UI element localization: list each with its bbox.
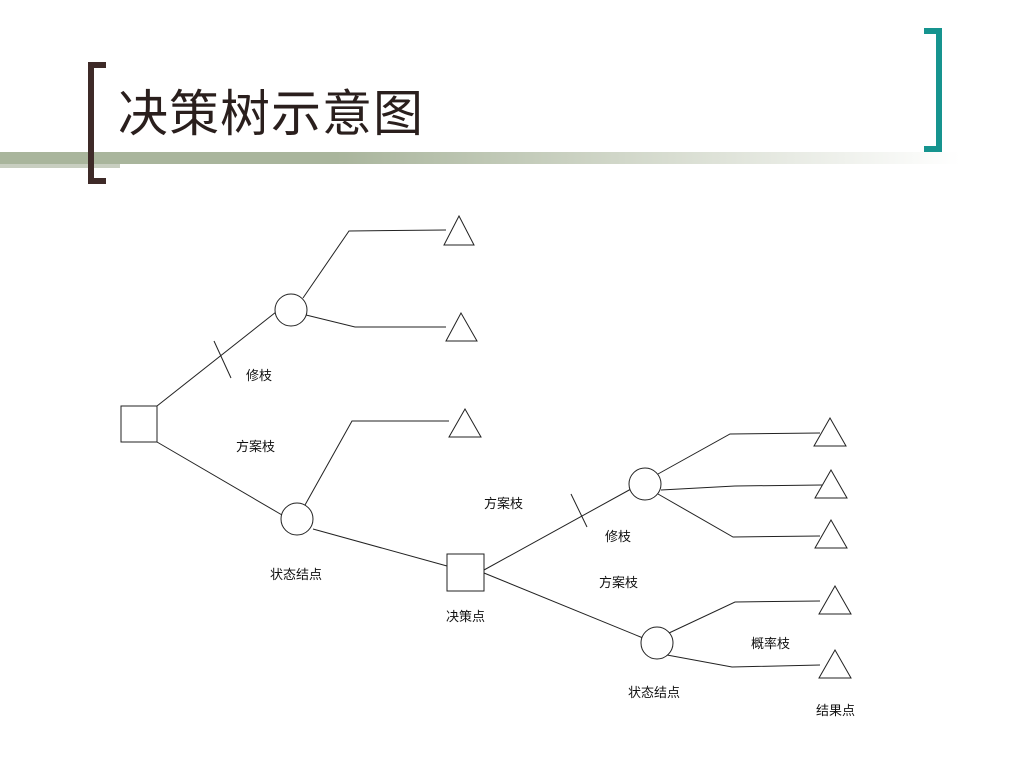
- result-node-right-2: [814, 468, 848, 499]
- plan-branch-second-lower: [483, 572, 644, 639]
- state-node-upper: [274, 293, 308, 327]
- result-node-right-5: [818, 648, 852, 679]
- probability-branch-right-1: [657, 432, 821, 475]
- result-node-right-3: [814, 518, 848, 549]
- result-node-lower-1: [448, 407, 482, 438]
- state-node-right-upper: [628, 467, 662, 501]
- label-decision-point: 决策点: [446, 609, 485, 625]
- decision-node-second: [446, 553, 485, 592]
- label-plan-branch-2: 方案枝: [484, 496, 523, 512]
- title-underline-accent: [0, 164, 120, 168]
- result-node-right-4: [818, 584, 852, 615]
- prune-mark-1: [213, 340, 232, 379]
- label-prune-2: 修枝: [605, 530, 631, 545]
- result-node-upper-2: [445, 311, 478, 342]
- probability-branch-lower-2: [312, 528, 448, 567]
- plan-branch-lower: [156, 441, 283, 516]
- probability-branch-right-3: [657, 493, 821, 538]
- decision-node-root: [120, 405, 158, 443]
- probability-branch-upper-1: [302, 229, 447, 299]
- probability-branch-right-5: [666, 654, 821, 668]
- result-node-right-1: [813, 416, 847, 447]
- result-node-upper-1: [443, 214, 475, 246]
- label-plan-branch-3: 方案枝: [599, 575, 638, 591]
- probability-branch-right-4: [668, 600, 821, 634]
- probability-branch-right-2: [660, 484, 823, 491]
- label-prune-1: 修枝: [246, 369, 272, 384]
- left-bracket-decoration: [88, 62, 106, 184]
- plan-branch-second-upper: [483, 488, 632, 571]
- page-title: 决策树示意图: [118, 85, 424, 143]
- label-plan-branch-1: 方案枝: [236, 439, 275, 455]
- label-state-node-2: 状态结点: [628, 686, 680, 701]
- label-state-node-1: 状态结点: [270, 568, 322, 583]
- label-result-point: 结果点: [816, 704, 855, 719]
- prune-mark-2: [570, 493, 588, 528]
- probability-branch-upper-2: [305, 314, 446, 328]
- label-probability-branch: 概率枝: [751, 636, 790, 652]
- probability-branch-lower-1: [304, 420, 449, 506]
- plan-branch-upper: [156, 311, 277, 407]
- right-bracket-decoration: [924, 28, 942, 152]
- state-node-right-lower: [640, 626, 674, 660]
- title-underline-bar: [0, 152, 960, 164]
- state-node-lower: [280, 502, 314, 536]
